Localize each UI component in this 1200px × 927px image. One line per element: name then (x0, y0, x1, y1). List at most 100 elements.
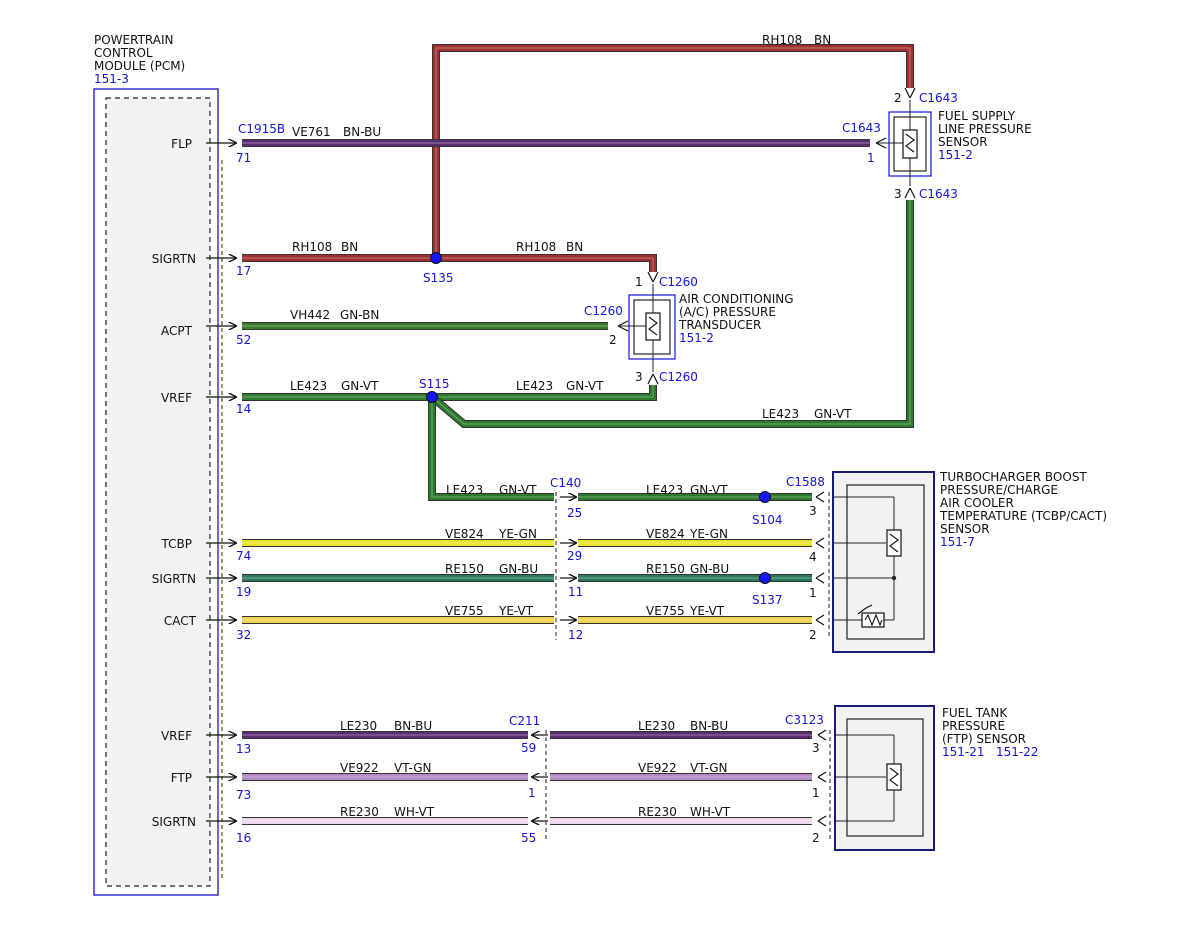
connector-arrow (815, 619, 825, 626)
wire-color-label: GN-BN (340, 308, 379, 322)
component-title-3: AIR COOLER (940, 496, 1014, 510)
component-ref: 151-2 (938, 148, 973, 162)
wire-color-label: GN-BU (690, 562, 729, 576)
wire-circuit-label: LE423 (762, 407, 799, 421)
pin-number: 71 (236, 151, 251, 165)
connector-arrow (617, 325, 629, 332)
wire-color-label: GN-VT (341, 379, 379, 393)
pin-number: 12 (568, 628, 583, 642)
junction-dot (891, 575, 897, 581)
wire-circuit-label: RE150 (646, 562, 685, 576)
pcm-body (105, 97, 211, 887)
splice-label: S137 (752, 593, 783, 607)
wire-circuit-label: RH108 (516, 240, 556, 254)
wire-le423-c140 (431, 397, 554, 498)
connector-label-c1260: C1260 (659, 370, 698, 384)
wire-circuit-label: LE230 (340, 719, 377, 733)
thermistor-arrow (857, 604, 873, 615)
wire-color-label: GN-BU (499, 562, 538, 576)
wire-circuit-label: LE423 (290, 379, 327, 393)
connector-arrow (909, 87, 916, 99)
pin-label-flp: FLP (171, 137, 192, 151)
splice-s104 (759, 491, 771, 503)
pin-number: 3 (809, 504, 817, 518)
pin-number: 32 (236, 628, 251, 642)
pin-number: 13 (236, 742, 251, 756)
connector-label-c1643: C1643 (842, 121, 881, 135)
pin-number: 73 (236, 788, 251, 802)
wire-circuit-label: LE230 (638, 719, 675, 733)
connector-arrow (817, 771, 827, 778)
pin-number: 59 (521, 741, 536, 755)
wire-color-label: BN (814, 33, 831, 47)
connector-arrow (817, 820, 827, 827)
pin-label-tcbp: TCBP (161, 537, 192, 551)
pin-label-acpt: ACPT (161, 324, 193, 338)
splice-s137 (759, 572, 771, 584)
wire-circuit-label: RE230 (340, 805, 379, 819)
wire-circuit-label: RE230 (638, 805, 677, 819)
pin-number: 17 (236, 264, 251, 278)
wire-circuit-label: VE755 (646, 604, 685, 618)
pressure-sensor-icon (902, 129, 918, 159)
connector-arrow (817, 729, 827, 736)
thermistor-zigzag (864, 613, 883, 627)
wire-labels: RH108 BN VE761 BN-BU RH108 BN RH108 BN V… (290, 33, 852, 819)
pin-number: 11 (568, 585, 583, 599)
connector-label-c1260: C1260 (584, 304, 623, 318)
pcm-module: POWERTRAIN CONTROL MODULE (PCM) 151-3 (93, 33, 223, 896)
wire-color-label: VT-GN (690, 761, 727, 775)
resistor-zigzag (889, 767, 899, 787)
connector-label-c1260: C1260 (659, 275, 698, 289)
pin-label-sigrtn: SIGRTN (152, 572, 196, 586)
wire-circuit-label: VE824 (646, 527, 685, 541)
connector-arrow (875, 137, 887, 144)
wire-color-label: GN-VT (814, 407, 852, 421)
component-title-4: TEMPERATURE (TCBP/CACT) (939, 509, 1107, 523)
wire-circuit-label: VH442 (290, 308, 330, 322)
pin-number: 1 (867, 151, 875, 165)
wire-band (432, 385, 656, 400)
wire-le423-fuel (431, 200, 911, 425)
splices: S135 S115 S104 S137 (419, 252, 783, 607)
pin-number: 2 (809, 628, 817, 642)
connector-label-c140: C140 (550, 476, 581, 490)
component-title-2: (A/C) PRESSURE (679, 305, 776, 319)
wire-circuit-label: RE150 (445, 562, 484, 576)
pin-number: 3 (635, 370, 643, 384)
component-title-3: TRANSDUCER (678, 318, 761, 332)
wire-le423-ac (432, 385, 654, 398)
wire-color-label: BN (566, 240, 583, 254)
pin-number: 29 (567, 549, 582, 563)
connector-arrow (815, 572, 825, 579)
wire-band (433, 45, 913, 258)
component-ref: 151-21 151-22 (942, 745, 1038, 759)
connector-arrow (815, 614, 825, 621)
component-ref: 151-7 (940, 535, 975, 549)
wire-circuit-label: LE423 (516, 379, 553, 393)
connector-arrow (817, 734, 827, 741)
component-title-5: SENSOR (940, 522, 990, 536)
connector-arrow (647, 373, 654, 385)
pin-number: 55 (521, 831, 536, 845)
wire-color-label: GN-VT (690, 483, 728, 497)
pin-number: 3 (894, 187, 902, 201)
pcm-title-1: POWERTRAIN (94, 33, 174, 47)
wire-circuit-label: RH108 (292, 240, 332, 254)
pin-number: 14 (236, 402, 251, 416)
wire-band (430, 200, 913, 427)
wire-circuit-label: LE423 (446, 483, 483, 497)
wire-color-label: BN-BU (343, 125, 381, 139)
wire-color-label: GN-VT (499, 483, 537, 497)
wires (242, 44, 914, 825)
pcm-title-2: CONTROL (94, 46, 153, 60)
connector-arrow (617, 320, 629, 327)
pin-label-sigrtn: SIGRTN (152, 252, 196, 266)
pin-number: 1 (809, 586, 817, 600)
connector-arrow (815, 491, 825, 498)
wire-circuit-label: VE922 (638, 761, 677, 775)
pin-label-ftp: FTP (171, 771, 192, 785)
wire-rh108-top (435, 47, 911, 258)
pin-number: 2 (894, 91, 902, 105)
